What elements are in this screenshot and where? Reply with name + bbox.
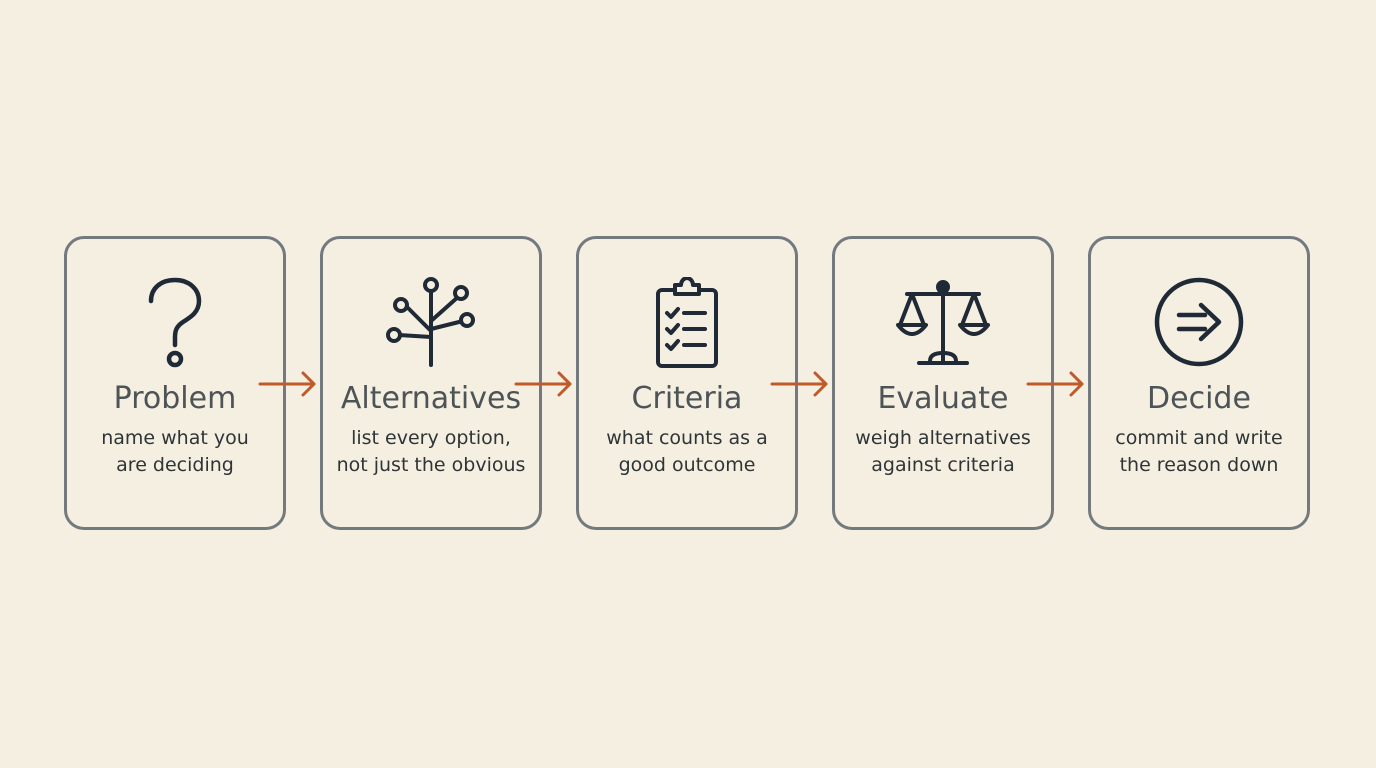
step-description-line: weigh alternatives xyxy=(855,427,1031,449)
step-description: what counts as a good outcome xyxy=(579,425,795,479)
step-title: Problem xyxy=(113,381,237,416)
flow-arrow-icon xyxy=(1026,370,1086,398)
step-description-line: commit and write xyxy=(1115,427,1283,449)
step-description-line: what counts as a xyxy=(606,427,768,449)
branching-tree-icon xyxy=(381,277,481,371)
flow-arrow-icon xyxy=(258,370,318,398)
question-mark-icon xyxy=(125,277,225,371)
flow-arrow-icon xyxy=(770,370,830,398)
arrow-circle-icon xyxy=(1149,277,1249,371)
step-title: Evaluate xyxy=(877,381,1009,416)
step-description-line: good outcome xyxy=(618,454,756,476)
step-description: name what you are deciding xyxy=(67,425,283,479)
flow-arrow-icon xyxy=(514,370,574,398)
step-card-problem: Problem name what you are deciding xyxy=(64,236,286,530)
step-description-line: are deciding xyxy=(116,454,234,476)
step-title: Alternatives xyxy=(340,381,522,416)
step-description-line: name what you xyxy=(101,427,249,449)
step-description: commit and write the reason down xyxy=(1091,425,1307,479)
step-description-line: against criteria xyxy=(871,454,1015,476)
step-description: list every option, not just the obvious xyxy=(323,425,539,479)
step-card-criteria: Criteria what counts as a good outcome xyxy=(576,236,798,530)
balance-scale-icon xyxy=(893,277,993,371)
clipboard-checklist-icon xyxy=(637,277,737,371)
step-card-evaluate: Evaluate weigh alternatives against crit… xyxy=(832,236,1054,530)
step-description-line: not just the obvious xyxy=(336,454,526,476)
step-description: weigh alternatives against criteria xyxy=(835,425,1051,479)
step-card-alternatives: Alternatives list every option, not just… xyxy=(320,236,542,530)
step-card-decide: Decide commit and write the reason down xyxy=(1088,236,1310,530)
step-title: Criteria xyxy=(631,381,743,416)
step-description-line: the reason down xyxy=(1119,454,1279,476)
step-description-line: list every option, xyxy=(351,427,511,449)
step-title: Decide xyxy=(1147,381,1251,416)
